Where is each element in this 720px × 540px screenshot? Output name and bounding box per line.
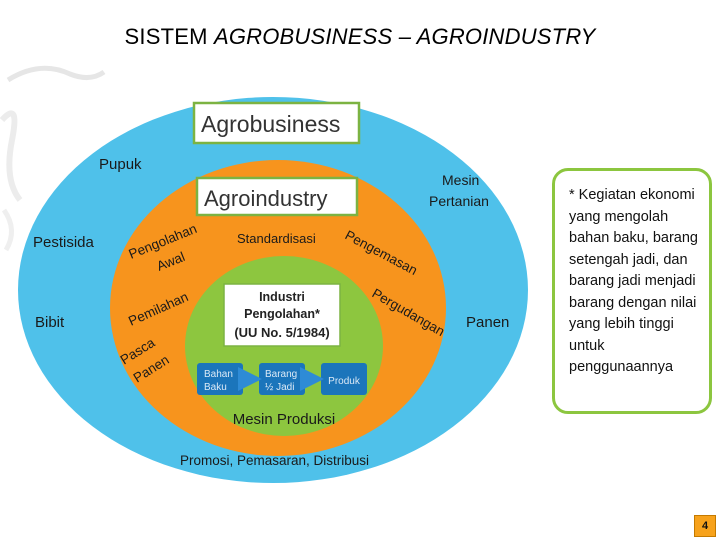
industri-line3: (UU No. 5/1984) [234, 325, 329, 340]
label-mesin-produksi: Mesin Produksi [233, 411, 336, 428]
agroindustry-box [195, 176, 359, 217]
process-box-produk [321, 363, 367, 395]
process-box-bahan-baku [197, 363, 243, 395]
definition-callout: * Kegiatan ekonomi yang mengolah bahan b… [552, 168, 712, 414]
label-standardisasi: Standardisasi [237, 231, 316, 246]
process-bahan-line1: Bahan [204, 369, 233, 380]
process-barang-line2: ½ Jadi [265, 382, 294, 393]
label-pupuk: Pupuk [99, 156, 142, 173]
callout-text: * Kegiatan ekonomi yang mengolah bahan b… [569, 187, 698, 375]
agroindustry-label: Agroindustry [204, 186, 328, 211]
decorative-flourish-icon [0, 65, 106, 252]
label-panen: Panen [466, 314, 509, 331]
slide-title-part2: AGROBUSINESS – AGROINDUSTRY [213, 24, 596, 49]
process-bahan-line2: Baku [204, 382, 227, 393]
industri-line2: Pengolahan* [244, 307, 320, 321]
process-box-barang-setengah-jadi [259, 363, 305, 395]
slide-title-part1: SISTEM [124, 24, 214, 49]
slide-title: SISTEM AGROBUSINESS – AGROINDUSTRY [0, 24, 720, 50]
process-produk-line1: Produk [328, 376, 361, 387]
label-pertanian: Pertanian [429, 193, 489, 209]
label-mesin: Mesin [442, 172, 479, 188]
label-bibit: Bibit [35, 314, 65, 331]
agrobusiness-box [192, 101, 361, 145]
industri-pengolahan-box [223, 283, 341, 347]
process-barang-line1: Barang [265, 369, 297, 380]
agrobusiness-label: Agrobusiness [201, 111, 340, 137]
page-number-badge: 4 [694, 515, 716, 537]
label-pestisida: Pestisida [33, 234, 95, 251]
industri-line1: Industri [259, 290, 305, 304]
label-promosi: Promosi, Pemasaran, Distribusi [180, 453, 369, 468]
